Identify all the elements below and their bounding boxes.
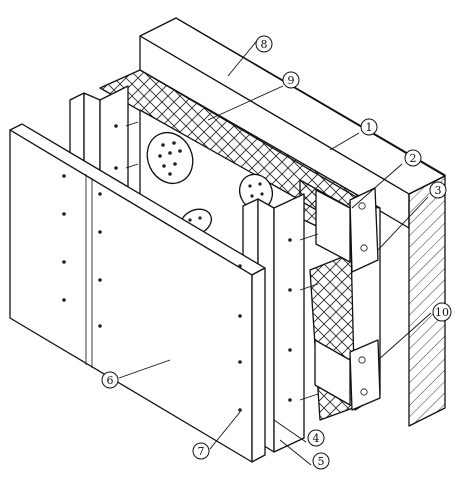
bracket-lower-flange xyxy=(349,339,381,411)
callout-6: 6 xyxy=(101,371,119,389)
callout-4: 4 xyxy=(307,429,325,447)
callout-circle-7 xyxy=(192,442,210,460)
callout-label-4: 4 xyxy=(313,432,320,445)
callout-9: 9 xyxy=(282,71,300,89)
callout-circle-10 xyxy=(432,302,452,322)
callout-label-7: 7 xyxy=(198,445,205,458)
callout-label-2: 2 xyxy=(410,152,417,165)
callout-label-10: 10 xyxy=(435,306,449,319)
callout-circle-2 xyxy=(404,149,422,167)
bracket-upper-flange xyxy=(349,187,379,273)
callout-10: 10 xyxy=(432,302,452,322)
callout-label-3: 3 xyxy=(435,184,442,197)
callout-label-9: 9 xyxy=(288,74,295,87)
callout-label-6: 6 xyxy=(107,374,114,387)
wall-brackets xyxy=(314,187,381,411)
leader-lines xyxy=(118,36,432,466)
callout-markers: 1 2 3 4 5 6 7 8 9 10 xyxy=(101,35,452,470)
callout-circle-3 xyxy=(429,181,447,199)
bracket-lower-web xyxy=(314,339,351,406)
callout-7: 7 xyxy=(192,442,210,460)
callout-circle-8 xyxy=(255,35,273,53)
callout-8: 8 xyxy=(255,35,273,53)
cladding-panel xyxy=(9,123,266,463)
callout-circle-6 xyxy=(101,371,119,389)
fixing-disc-upper xyxy=(146,132,194,184)
callout-label-5: 5 xyxy=(318,455,325,468)
callout-3: 3 xyxy=(429,181,447,199)
bracket-upper-web xyxy=(315,189,351,263)
callout-5: 5 xyxy=(312,452,330,470)
callout-circle-4 xyxy=(307,429,325,447)
callout-circle-1 xyxy=(360,118,378,136)
callout-circle-5 xyxy=(312,452,330,470)
callout-circle-9 xyxy=(282,71,300,89)
panel-fixing-points xyxy=(62,174,242,412)
callout-label-1: 1 xyxy=(366,121,373,134)
callout-2: 2 xyxy=(404,149,422,167)
callout-1: 1 xyxy=(360,118,378,136)
callout-label-8: 8 xyxy=(261,38,268,51)
